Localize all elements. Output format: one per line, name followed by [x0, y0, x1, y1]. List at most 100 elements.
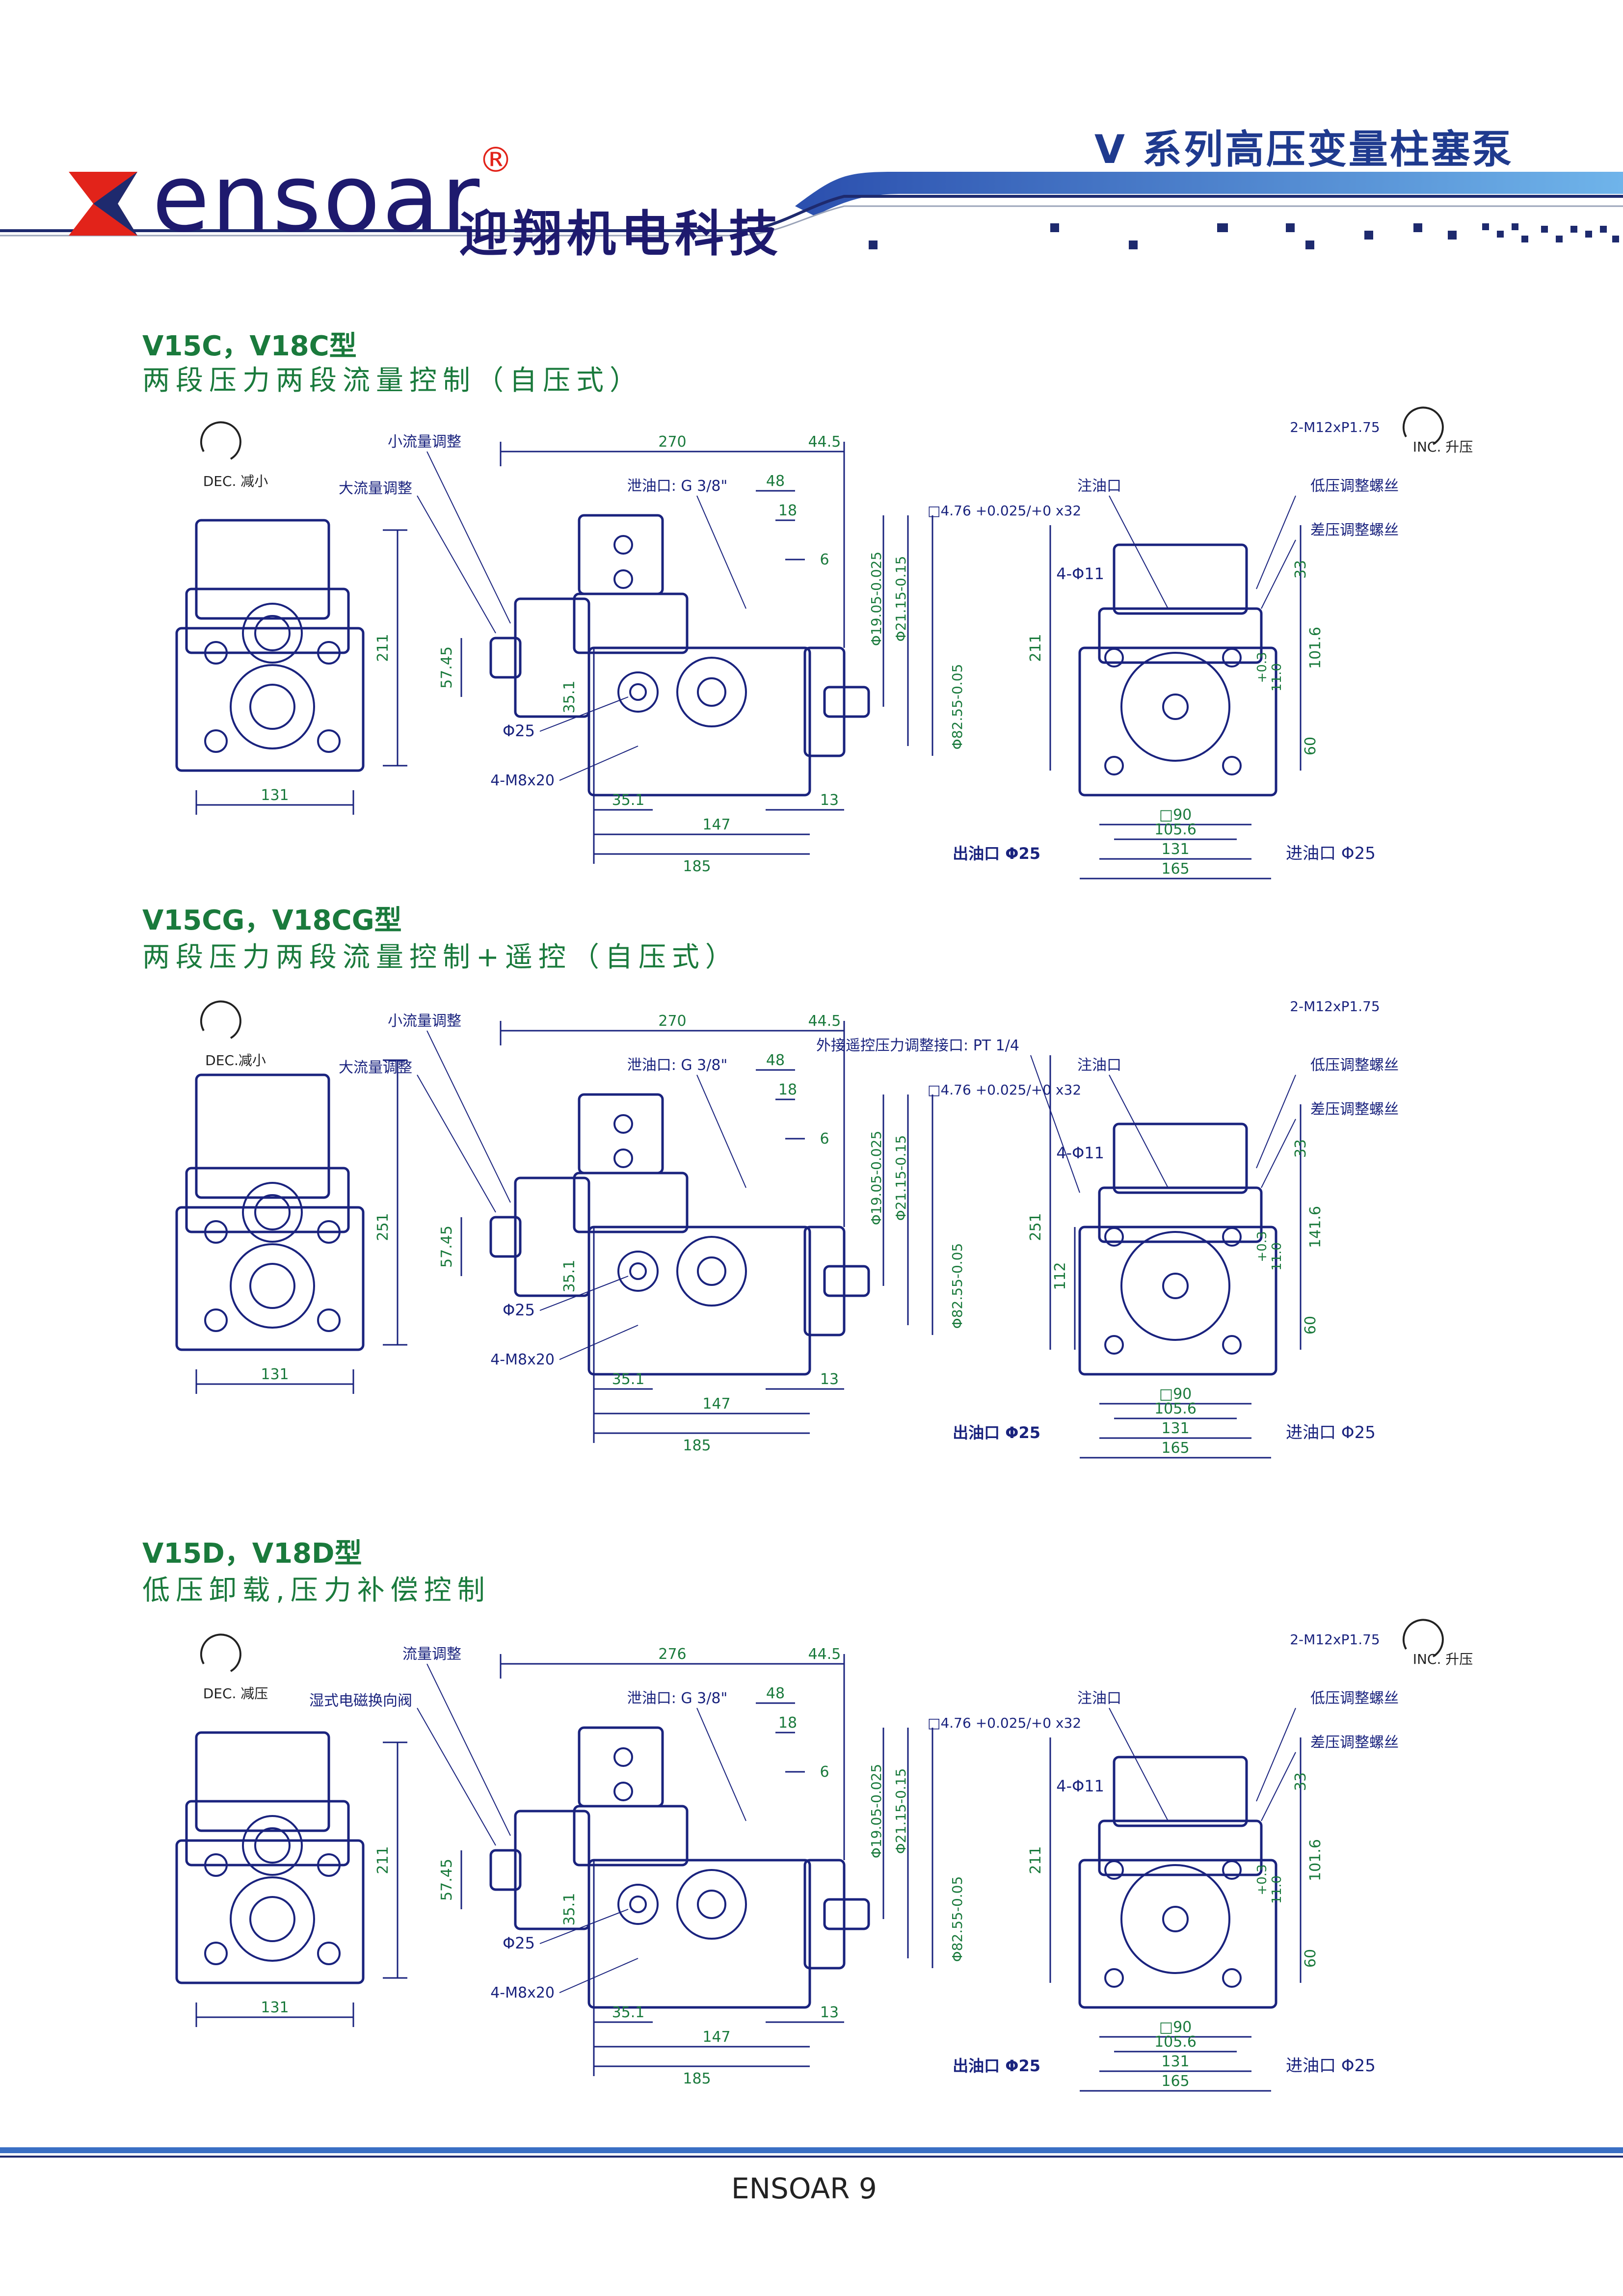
dim-105: 105.6 — [1154, 1400, 1197, 1417]
inc-rotation-icon — [1402, 1619, 1444, 1657]
dim-sq90: □90 — [1159, 1386, 1192, 1403]
dim-length: 270 — [658, 433, 686, 451]
dim-60: 60 — [1302, 737, 1319, 755]
dim-13: 13 — [820, 2004, 839, 2021]
dim-131: 131 — [1161, 841, 1189, 858]
holes-label: 4-Φ11 — [1056, 1144, 1104, 1162]
dim-33: 33 — [1292, 560, 1309, 579]
logo-mark — [69, 172, 137, 236]
holes-label: 4-Φ11 — [1056, 1777, 1104, 1795]
dim-165: 165 — [1161, 860, 1189, 878]
dia-19: Φ19.05-0.025 — [868, 1764, 884, 1858]
dim-48: 48 — [766, 1685, 785, 1702]
dia-19: Φ19.05-0.025 — [868, 1131, 884, 1225]
dim-13: 13 — [820, 792, 839, 809]
outlet-label: 出油口 Φ25 — [953, 844, 1040, 863]
dim-tol: +0.3 — [1255, 1231, 1270, 1262]
page-footer: ENSOAR 9 — [731, 2172, 877, 2205]
inc-label: INC. 升压 — [1413, 1651, 1473, 1667]
dim-sq90: □90 — [1159, 806, 1192, 824]
second-adjust-label: 大流量调整 — [339, 1059, 412, 1076]
thread-label: 2-M12xP1.75 — [1290, 998, 1380, 1015]
fill-port-label: 注油口 — [1077, 1690, 1121, 1707]
dim-sq90: □90 — [1159, 2019, 1192, 2036]
dec-rotation-icon — [200, 1000, 241, 1039]
dim-18: 18 — [778, 1714, 797, 1732]
section-1-subtitle: 两段压力两段流量控制（自压式） — [142, 365, 643, 397]
second-adjust-label: 湿式电磁换向阀 — [309, 1692, 412, 1709]
inlet-label: 进油口 Φ25 — [1286, 844, 1376, 863]
dia-82: Φ82.55-0.05 — [949, 664, 965, 750]
dim-147: 147 — [702, 2029, 730, 2046]
dim-57: 57.45 — [438, 1859, 455, 1901]
diff-screw-label: 差压调整螺丝 — [1310, 1101, 1399, 1118]
thread-label: 2-M12xP1.75 — [1290, 419, 1380, 435]
flow-adjust-label: 流量调整 — [402, 1646, 461, 1663]
dim-11: 11.0 — [1270, 1242, 1284, 1271]
dec-rotation-icon — [200, 1633, 241, 1672]
dim-131: 131 — [1161, 2053, 1189, 2070]
dim-105: 105.6 — [1154, 821, 1197, 838]
key-label: □4.76 +0.025/+0 x32 — [928, 1715, 1081, 1731]
holes-label: 4-Φ11 — [1056, 564, 1104, 583]
footer-rule — [0, 2147, 1623, 2158]
m8-label: 4-M8x20 — [490, 1984, 555, 2002]
drain-label: 泄油口: G 3/8" — [627, 1690, 728, 1707]
dia-21: Φ21.15-0.15 — [893, 1135, 909, 1221]
flow-adjust-label: 小流量调整 — [388, 433, 461, 451]
dim-44: 44.5 — [808, 1646, 841, 1663]
dim-6: 6 — [820, 1763, 829, 1781]
dim-6: 6 — [820, 1130, 829, 1148]
drain-label: 泄油口: G 3/8" — [627, 478, 728, 495]
inc-rotation-icon — [1402, 406, 1444, 445]
end-dim-height: 211 — [1027, 634, 1044, 662]
dim-101: 141.6 — [1307, 1206, 1324, 1248]
fill-port-label: 注油口 — [1077, 478, 1121, 495]
drain-label: 泄油口: G 3/8" — [627, 1057, 728, 1074]
thread-label: 2-M12xP1.75 — [1290, 1631, 1380, 1648]
dim-60: 60 — [1302, 1316, 1319, 1335]
dia-21: Φ21.15-0.15 — [893, 1768, 909, 1854]
m8-label: 4-M8x20 — [490, 772, 555, 789]
dim-tol: +0.3 — [1255, 652, 1270, 683]
dim-44: 44.5 — [808, 1013, 841, 1030]
dim-35-v: 35.1 — [561, 1893, 578, 1926]
dim-101: 101.6 — [1307, 627, 1324, 669]
section-1-model: V15C，V18C型 — [142, 330, 357, 362]
dim-6: 6 — [820, 551, 829, 568]
section-2-model: V15CG，V18CG型 — [142, 905, 402, 936]
dim-44: 44.5 — [808, 433, 841, 451]
dim-18: 18 — [778, 1081, 797, 1098]
dim-165: 165 — [1161, 1440, 1189, 1457]
dim-35-v: 35.1 — [561, 1260, 578, 1293]
diff-screw-label: 差压调整螺丝 — [1310, 522, 1399, 539]
end-dim-height: 251 — [1027, 1213, 1044, 1241]
dim-11: 11.0 — [1270, 663, 1284, 692]
second-adjust-label: 大流量调整 — [339, 480, 412, 497]
registered-mark: ® — [479, 140, 513, 180]
outlet-label: 出油口 Φ25 — [953, 2056, 1040, 2075]
dim-131: 131 — [1161, 1420, 1189, 1437]
flow-adjust-label: 小流量调整 — [388, 1013, 461, 1030]
remote-port-label: 外接遥控压力调整接口: PT 1/4 — [816, 1037, 1019, 1054]
dim-tol: +0.3 — [1255, 1864, 1270, 1895]
dim-57: 57.45 — [438, 1226, 455, 1268]
dim-60: 60 — [1302, 1949, 1319, 1968]
dim-147: 147 — [702, 816, 730, 833]
dim-width: 131 — [261, 1366, 289, 1383]
outlet-label: 出油口 Φ25 — [953, 1423, 1040, 1442]
phi25-label: Φ25 — [503, 721, 535, 740]
dia-82: Φ82.55-0.05 — [949, 1243, 965, 1329]
series-title: V 系列高压变量柱塞泵 — [1094, 127, 1514, 172]
dim-33: 33 — [1292, 1772, 1309, 1791]
dim-185: 185 — [683, 858, 711, 875]
dim-48: 48 — [766, 473, 785, 490]
dim-height: 211 — [374, 1846, 392, 1874]
end-dim-height: 211 — [1027, 1846, 1044, 1874]
dim-48: 48 — [766, 1052, 785, 1069]
dim-57: 57.45 — [438, 646, 455, 689]
dim-height: 251 — [374, 1213, 392, 1241]
dia-19: Φ19.05-0.025 — [868, 552, 884, 646]
key-label: □4.76 +0.025/+0 x32 — [928, 503, 1081, 519]
